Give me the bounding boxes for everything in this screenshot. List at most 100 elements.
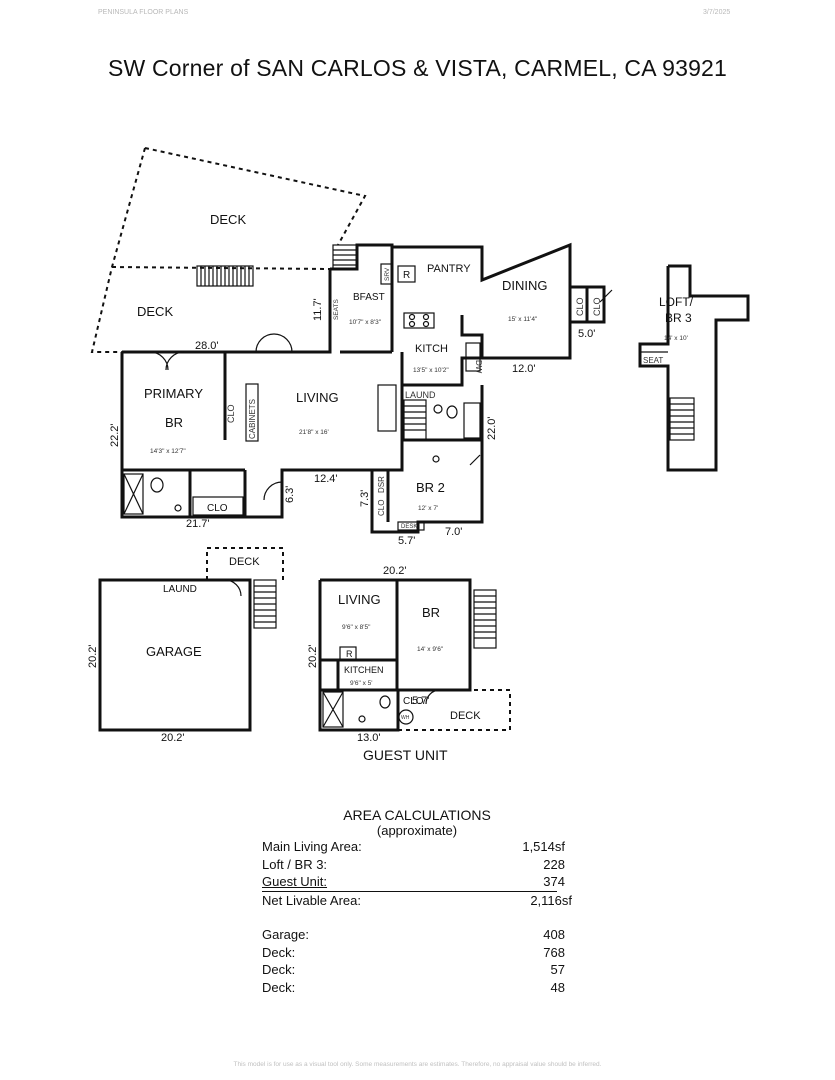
dining-closets [568,285,606,324]
date-header: 3/7/2025 [703,9,731,16]
kitch-label: KITCH [415,343,448,355]
loft-label-1: LOFT/ [659,295,694,309]
guest-unit-title: GUEST UNIT [363,747,448,763]
dim-21-7: 21.7' [186,518,210,530]
srv-label: SRV [384,267,391,281]
dim-7-0: 7.0' [445,526,462,538]
dw-label: DW [474,360,483,374]
dining-clo-2: CLO [592,297,602,316]
br2-dim: 12' x 7' [418,505,438,512]
dining-label: DINING [502,278,548,293]
area-total-rule [262,890,557,892]
guest-living-dim: 9'6" x 8'5" [342,624,371,631]
kitch-dim: 13'5" x 10'2" [413,367,449,374]
area-value: 2,116sf [530,892,572,908]
brand-header: PENINSULA FLOOR PLANS [98,9,189,16]
area-value: 408 [543,927,565,942]
guest-clo-label: CLO [403,696,424,707]
area-label: Deck: [262,962,296,977]
fixtures [123,244,613,531]
guest-dim-left: 20.2' [307,644,319,668]
bfast-dim: 10'7" x 8'3" [349,319,382,326]
deck-outline [90,147,367,353]
area-row: Deck: 768 [262,944,572,962]
disclaimer-footer: This model is for use as a visual tool o… [233,1061,602,1068]
garage-walls [98,547,284,732]
living-dim: 21'8" x 16' [299,429,329,436]
guest-deck-label: DECK [450,710,481,722]
dim-12-4: 12.4' [314,473,338,485]
guest-kitchen-label: KITCHEN [344,665,384,675]
seat-label: SEAT [643,356,663,365]
area-label: Net Livable Area: [262,892,362,908]
wh-label: WH [401,715,410,721]
primary-label-2: BR [165,415,183,430]
area-value: 374 [543,874,565,889]
garage-dim-bottom: 20.2' [161,732,185,744]
br2-clo: CLO [377,500,386,516]
area-label: Guest Unit: [262,874,328,889]
garage-label: GARAGE [146,644,202,659]
deck-lower-label: DECK [137,304,173,319]
dining-clo-1: CLO [575,297,585,316]
guest-br-dim: 14' x 9'6" [417,646,444,653]
dim-22-2: 22.2' [109,423,121,447]
guest-dim-top: 20.2' [383,565,407,577]
guest-kitchen-dim: 9'6" x 5' [350,680,373,687]
area-value: 768 [543,944,565,960]
dsr-label: DSR [377,476,386,493]
guest-dim-bottom: 13.0' [357,732,381,744]
area-label: Garage: [262,927,309,942]
dim-28: 28.0' [195,340,219,352]
guest-living-label: LIVING [338,592,381,607]
dim-7-3: 7.3' [359,490,371,507]
pantry-label: PANTRY [427,263,471,275]
dim-12-0: 12.0' [512,363,536,375]
living-label: LIVING [296,390,339,405]
loft-dim: 14' x 10' [664,335,688,342]
area-label: Deck: [262,979,296,995]
dim-22-0: 22.0' [486,416,498,440]
loft-walls [638,264,750,472]
area-row: Main Living Area: 1,514sf [262,838,572,856]
dim-5-7: 5.7' [398,535,415,547]
desk-label: DESK [401,524,417,530]
garage-dim-left: 20.2' [87,644,99,668]
garage-laund-label: LAUND [163,584,197,595]
area-label: Loft / BR 3: [262,856,328,872]
area-row: Guest Unit: 374 [262,873,572,891]
page-title: SW Corner of SAN CARLOS & VISTA, CARMEL,… [107,55,728,81]
fridge-label: R [403,270,410,281]
area-label: Deck: [262,944,296,960]
primary-dim: 14'3" x 12'7" [150,448,186,455]
area-calculations: AREA CALCULATIONS (approximate) Main Liv… [262,807,572,996]
laund-label: LAUND [405,390,436,400]
area-value: 228 [543,856,565,872]
area-row: Deck: 57 [262,961,572,979]
area-subheading: (approximate) [376,823,458,838]
area-row: Net Livable Area: 2,116sf [262,892,572,910]
area-row: Loft / BR 3: 228 [262,856,572,874]
loft-label-2: BR 3 [665,311,692,325]
dining-dim: 15' x 11'4" [508,316,538,323]
area-row: Deck: 48 [262,979,572,997]
area-row: Garage: 408 [262,926,572,944]
br2-label: BR 2 [416,480,445,495]
area-value: 1,514sf [522,839,565,854]
bfast-label: BFAST [353,292,385,303]
guest-fridge-label: R [346,649,353,659]
primary-label-1: PRIMARY [144,386,203,401]
dim-6-3: 6.3' [284,486,296,503]
bath-clo: CLO [207,503,228,514]
area-label: Main Living Area: [262,839,362,854]
area-value: 48 [550,979,565,995]
guest-dim-5-7: 5.7' [412,695,429,707]
area-value: 57 [550,962,565,977]
garage-deck-label: DECK [229,556,260,568]
deck-upper-label: DECK [210,212,246,227]
area-heading: AREA CALCULATIONS [343,807,491,823]
dim-5-0: 5.0' [578,328,595,340]
dim-11-7: 11.7' [312,298,324,321]
cabinets-label: CABINETS [248,399,257,439]
